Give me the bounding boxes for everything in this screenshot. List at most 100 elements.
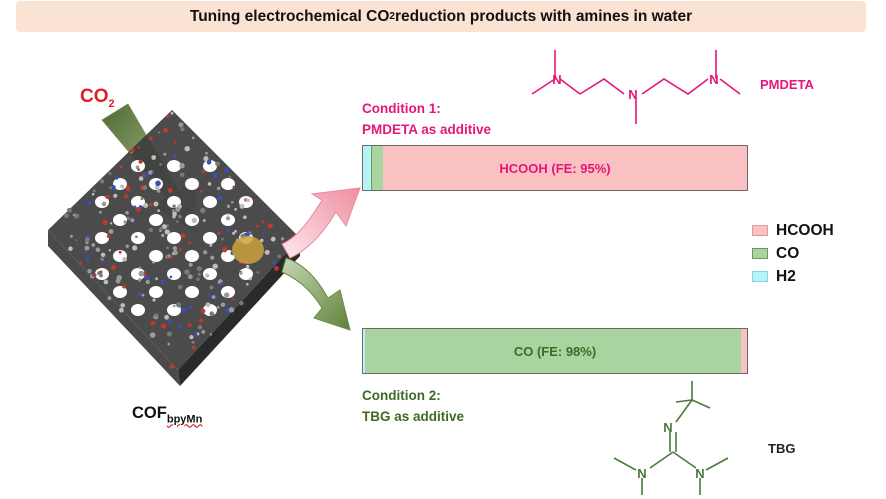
cof-atom (166, 224, 170, 228)
cof-atom (226, 228, 231, 233)
cof-atom (122, 284, 126, 289)
cof-atom (169, 364, 174, 369)
cof-atom (209, 333, 213, 336)
cof-atom (239, 203, 245, 209)
condition1-line1: Condition 1: (362, 101, 441, 116)
cof-atom (100, 179, 105, 184)
cof-atom (159, 163, 162, 166)
cof-pore (131, 232, 145, 244)
cof-atom (202, 219, 206, 222)
cof-atom (137, 146, 141, 149)
cof-atom (105, 195, 110, 199)
cof-atom (217, 195, 223, 201)
cof-atom (167, 318, 172, 324)
cof-atom (221, 237, 224, 241)
cof-atom (248, 277, 252, 281)
cof-atom (138, 278, 142, 282)
pmdeta-label: PMDETA (760, 77, 814, 92)
cof-atom (169, 275, 173, 279)
cof-atom (222, 246, 228, 253)
cof-atom (224, 168, 230, 174)
cof-atom (152, 298, 156, 302)
cof-atom (87, 268, 92, 274)
fe-bar-condition2: CO (FE: 98%) (362, 328, 748, 374)
cof-atom (110, 264, 116, 270)
cof-atom (142, 185, 148, 190)
cof-atom (103, 279, 109, 285)
cof-atom (138, 266, 142, 270)
cof-atom (99, 273, 103, 278)
co2-label-sub: 2 (108, 97, 115, 110)
cof-atom (228, 175, 231, 179)
cof-atom (75, 242, 79, 246)
cof-atom (234, 208, 238, 211)
cof-atom (123, 220, 127, 224)
cof-atom (86, 234, 90, 238)
cof-pore (239, 268, 253, 280)
cof-atom (167, 342, 170, 346)
cof-atom (155, 277, 159, 281)
cof-atom (148, 228, 153, 233)
cof-pore (167, 232, 181, 244)
cof-pore (167, 160, 181, 172)
cof-atom (153, 201, 159, 207)
cof-atom (225, 307, 231, 313)
cof-atom (226, 204, 231, 208)
cof-pore (203, 160, 217, 172)
pmdeta-n1: N (552, 72, 561, 87)
cof-atom (179, 248, 182, 252)
cof-atom (118, 250, 122, 254)
cof-atom (160, 233, 165, 238)
cof-atom (122, 257, 127, 262)
cof-atom (225, 216, 231, 221)
cof-atom (97, 271, 101, 275)
cof-atom (201, 330, 206, 334)
cof-atom (261, 220, 265, 224)
cof-atom (191, 136, 195, 140)
cof-atom (172, 204, 176, 208)
cof-atom (115, 278, 121, 284)
cof-atom (172, 304, 176, 308)
cof-atom (167, 331, 172, 337)
cof-atom (86, 200, 92, 206)
cof-pore (203, 232, 217, 244)
cof-atom (144, 274, 150, 280)
cof-atom (234, 230, 237, 233)
cof-atom (126, 216, 131, 221)
cof-atom (188, 241, 192, 245)
cof-atom (189, 335, 194, 340)
cof-atom (160, 279, 165, 284)
cof-atom (191, 217, 197, 224)
cof-atom (203, 156, 209, 162)
cof-atom (203, 250, 208, 255)
cof-atom (228, 307, 235, 313)
cof-atom (270, 236, 276, 242)
cof-pore (131, 304, 145, 316)
cof-atom (95, 247, 101, 252)
cof-atom (178, 214, 182, 219)
cof-pore (149, 250, 163, 262)
cof-atom (200, 308, 206, 314)
cof-pore (149, 214, 163, 226)
cof-atom (193, 333, 198, 337)
cof-atom (173, 153, 177, 158)
tbg-n3: N (695, 466, 704, 481)
cof-pore (167, 268, 181, 280)
cof-atom (207, 292, 211, 297)
cof-atom (184, 269, 190, 275)
cof-atom (135, 235, 138, 239)
cof-atom (170, 111, 174, 115)
cof-atom (79, 261, 82, 265)
condition1-line2: PMDETA as additive (362, 122, 492, 137)
cof-atom (281, 237, 285, 241)
cof-atom (227, 213, 230, 216)
pmdeta-n2: N (628, 87, 637, 102)
cof-atom (166, 114, 170, 119)
cof-atom (245, 198, 250, 203)
legend-label: H2 (776, 267, 796, 285)
cof-atom (196, 266, 202, 272)
cof-atom (181, 307, 187, 313)
bar-segment-co (364, 329, 742, 373)
cof-label: COFbpyMn (132, 404, 202, 425)
